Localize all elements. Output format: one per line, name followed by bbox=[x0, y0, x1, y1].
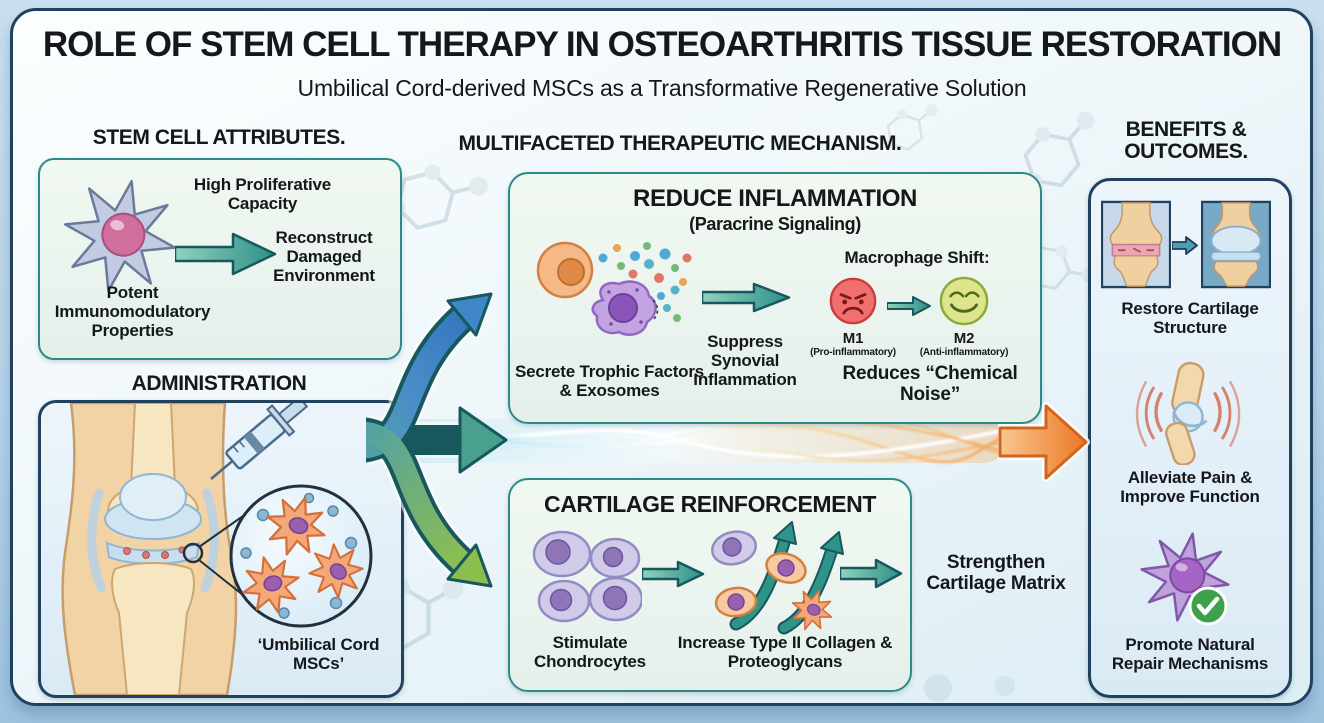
strengthen-label: Strengthen Cartilage Matrix bbox=[926, 552, 1066, 595]
bubble-decoration bbox=[924, 674, 952, 702]
cartilage-reinforcement-box: CARTILAGE REINFORCEMENT Stimulate Chondr… bbox=[508, 478, 912, 692]
attributes-box: High Proliferative Capacity Reconstruct … bbox=[38, 158, 402, 360]
mechanism-heading: MULTIFACETED THERAPEUTIC MECHANISM. bbox=[458, 132, 902, 155]
restore-label: Restore Cartilage Structure bbox=[1121, 299, 1259, 338]
cartilage-title: CARTILAGE REINFORCEMENT bbox=[544, 491, 876, 517]
reduce-inflammation-title: REDUCE INFLAMMATION bbox=[633, 185, 917, 212]
alleviate-label: Alleviate Pain & Improve Function bbox=[1120, 468, 1260, 507]
cartilage-exit-arrow-icon bbox=[840, 558, 903, 589]
bubble-decoration bbox=[995, 676, 1015, 696]
reduces-chemical-noise-label: Reduces “Chemical Noise” bbox=[842, 363, 1018, 406]
administration-box: ‘Umbilical Cord MSCs’ bbox=[38, 400, 404, 698]
secreting-cells-icon bbox=[536, 241, 692, 336]
suppress-label: Suppress Synovial Inflammation bbox=[693, 332, 797, 390]
knee-after-icon bbox=[1201, 200, 1271, 289]
paracrine-subtitle: (Paracrine Signaling) bbox=[689, 214, 861, 234]
chondrocytes-icon bbox=[532, 530, 642, 623]
umbilical-msc-label: ‘Umbilical Cord MSCs’ bbox=[257, 635, 380, 674]
page-subtitle: Umbilical Cord-derived MSCs as a Transfo… bbox=[297, 75, 1027, 101]
stimulate-label: Stimulate Chondrocytes bbox=[534, 633, 646, 672]
repair-cell-check-icon bbox=[1135, 531, 1238, 630]
increase-label: Increase Type II Collagen & Proteoglycan… bbox=[677, 633, 893, 672]
syringe-icon bbox=[210, 403, 309, 480]
knee-joint-icon bbox=[61, 403, 376, 695]
secrete-label: Secrete Trophic Factors & Exosomes bbox=[514, 362, 705, 401]
m2-happy-face-icon bbox=[939, 276, 989, 326]
m1-angry-face-icon bbox=[829, 277, 877, 325]
attributes-heading: STEM CELL ATTRIBUTES. bbox=[92, 126, 346, 149]
reconstruct-label: Reconstruct Damaged Environment bbox=[273, 228, 375, 286]
reduce-inflammation-box: REDUCE INFLAMMATION (Paracrine Signaling… bbox=[508, 172, 1042, 424]
promote-label: Promote Natural Repair Mechanisms bbox=[1111, 635, 1269, 674]
m1-label: M1 bbox=[842, 330, 864, 347]
growth-cells-icon bbox=[710, 521, 844, 636]
umbilical-msc-inset-icon bbox=[229, 484, 376, 628]
benefits-box: Restore Cartilage Structure Alleviate Pa… bbox=[1088, 178, 1292, 698]
suppress-arrow-icon bbox=[702, 282, 791, 313]
potent-label: Potent Immunomodulatory Properties bbox=[54, 283, 211, 341]
benefits-heading: BENEFITS & OUTCOMES. bbox=[1124, 118, 1248, 164]
macrophage-shift-label: Macrophage Shift: bbox=[844, 248, 990, 267]
attributes-arrow-icon bbox=[175, 232, 277, 276]
knee-before-icon bbox=[1101, 200, 1171, 289]
m2-label: M2 bbox=[953, 330, 975, 347]
pain-relief-knee-icon bbox=[1135, 361, 1241, 465]
branch-arrows-icon bbox=[366, 292, 508, 588]
macrophage-arrow-icon bbox=[887, 296, 931, 316]
orange-arrow-icon bbox=[998, 402, 1090, 482]
m2-sub-label: (Anti-inflammatory) bbox=[919, 347, 1009, 358]
high-proliferative-label: High Proliferative Capacity bbox=[193, 175, 332, 214]
page-title: ROLE OF STEM CELL THERAPY IN OSTEOARTHRI… bbox=[42, 25, 1282, 64]
restore-arrow-icon bbox=[1172, 236, 1198, 255]
administration-heading: ADMINISTRATION bbox=[131, 372, 307, 395]
cartilage-mid-arrow-icon bbox=[642, 560, 705, 588]
m1-sub-label: (Pro-inflammatory) bbox=[810, 347, 896, 358]
